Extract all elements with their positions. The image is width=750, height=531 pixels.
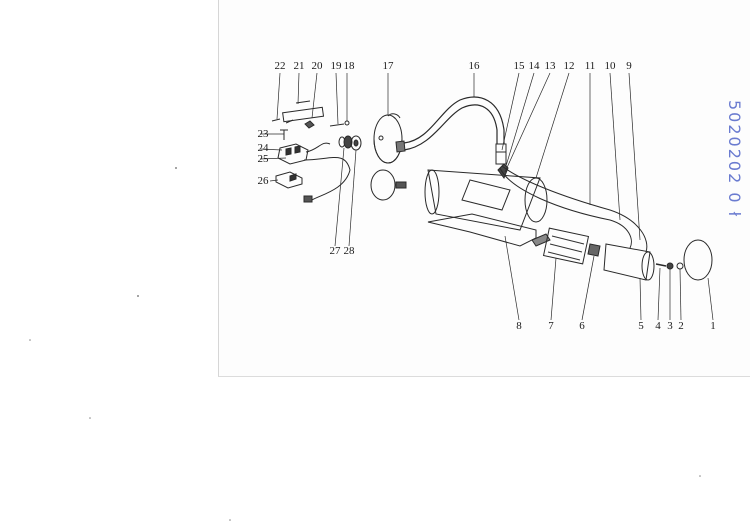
part-label: 16 xyxy=(468,60,480,72)
part-label: 1 xyxy=(710,320,716,332)
part-label: 18 xyxy=(343,60,355,72)
washer-stack xyxy=(338,135,362,151)
arm-end-fitting xyxy=(495,143,507,165)
part-label: 13 xyxy=(544,60,556,72)
lamp-holder-assembly xyxy=(531,227,601,265)
part-label: 14 xyxy=(528,60,540,72)
part-label: 12 xyxy=(563,60,575,72)
end-cap xyxy=(370,169,396,201)
terminal-block xyxy=(277,143,309,165)
part-label: 21 xyxy=(293,60,305,72)
socket-nut xyxy=(531,233,551,247)
part-label: 15 xyxy=(513,60,525,72)
part-label: 20 xyxy=(311,60,323,72)
wire-10 xyxy=(499,167,632,249)
lamp-ring-6 xyxy=(587,243,601,257)
part-label: 8 xyxy=(516,320,522,332)
wall-canopy xyxy=(373,113,403,164)
part-label: 22 xyxy=(274,60,286,72)
wire-connector xyxy=(303,195,313,203)
part-label: 5 xyxy=(638,320,644,332)
bracket-screw-left xyxy=(271,118,281,122)
part-label: 24 xyxy=(257,142,269,154)
drawing-sheet xyxy=(218,0,750,377)
part-label: 11 xyxy=(584,60,596,72)
handwritten-code: 5020202 0 ł xyxy=(725,100,744,219)
bracket-nut xyxy=(304,120,315,129)
part-label: 17 xyxy=(382,60,394,72)
mounting-bracket xyxy=(282,106,325,123)
part-label: 10 xyxy=(604,60,616,72)
part-label: 2 xyxy=(678,320,684,332)
part-label: 7 xyxy=(548,320,554,332)
fixing-washer-18 xyxy=(344,120,350,126)
curved-arm xyxy=(395,96,505,153)
arm-fitting xyxy=(395,140,406,153)
part-label: 19 xyxy=(330,60,342,72)
lamp-shade-body xyxy=(424,163,548,231)
shade-window xyxy=(461,179,511,211)
part-label: 23 xyxy=(257,128,269,140)
part-label: 3 xyxy=(667,320,673,332)
cap-screw xyxy=(395,181,407,189)
bracket-screw xyxy=(285,119,294,124)
glass-cover-1 xyxy=(683,239,713,281)
wire-loop xyxy=(303,157,351,201)
part-label: 4 xyxy=(655,320,661,332)
shade-cap xyxy=(370,169,407,201)
outer-shade-5 xyxy=(603,243,651,281)
part-label: 26 xyxy=(257,175,269,187)
part-label: 25 xyxy=(257,153,269,165)
washer-3 xyxy=(666,262,674,270)
leader-lines xyxy=(259,72,714,321)
fitting-15 xyxy=(495,143,507,165)
spring-4 xyxy=(655,263,667,267)
wire-9 xyxy=(501,165,648,253)
scan-specks xyxy=(29,167,701,521)
nut-2 xyxy=(676,262,684,270)
arm-tube xyxy=(403,96,505,144)
fixing-screw-19 xyxy=(329,123,345,127)
part-label: 6 xyxy=(579,320,585,332)
washer-27 xyxy=(343,135,353,149)
lamp-holder-7 xyxy=(542,227,590,265)
part-label: 27 xyxy=(329,245,341,257)
wire-upper xyxy=(305,142,331,153)
outer-shade xyxy=(603,243,655,281)
part-label: 28 xyxy=(343,245,355,257)
part-label: 9 xyxy=(626,60,632,72)
cable-clamp xyxy=(275,171,303,189)
terminal-block-assembly xyxy=(275,142,351,203)
